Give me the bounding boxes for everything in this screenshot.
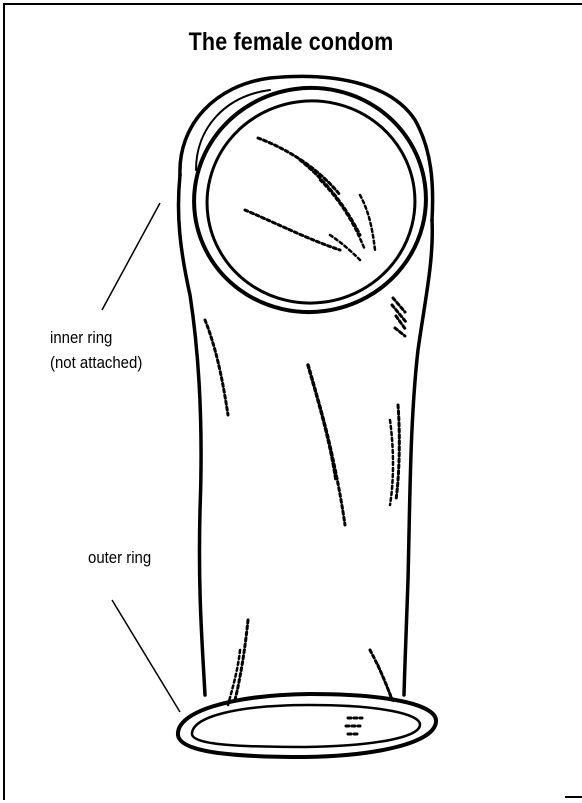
glass-reflection-marks [245, 138, 375, 262]
body-left-side [178, 175, 205, 695]
body-top-rim [180, 76, 433, 220]
inner-ring [180, 73, 441, 327]
leader-lines [102, 203, 180, 712]
outer-ring-inner-edge [192, 705, 420, 747]
condom-body [178, 76, 432, 695]
inner-ring-leader-line [102, 203, 160, 310]
inner-ring-outer-edge [180, 73, 441, 327]
body-shading-marks [205, 298, 406, 734]
body-right-side [404, 220, 432, 695]
outer-ring-leader-line [112, 600, 180, 712]
outer-ring [178, 694, 436, 757]
